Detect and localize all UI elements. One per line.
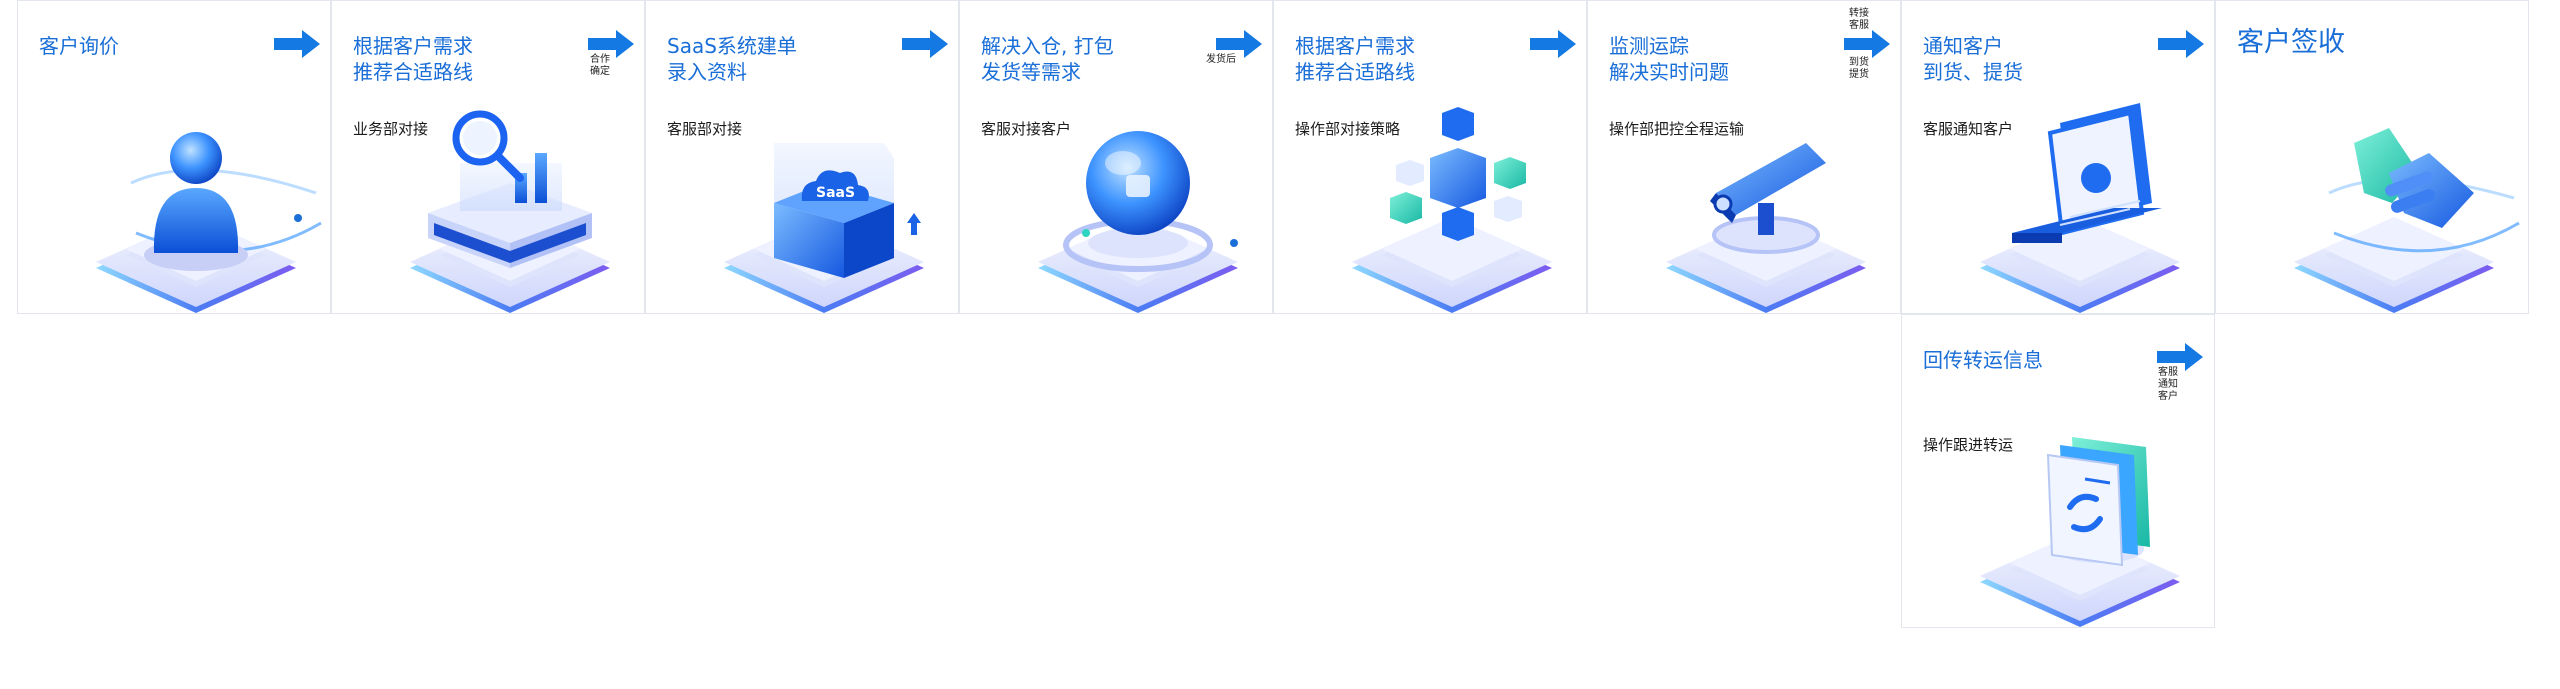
step-title: 客户询价 [39,34,119,58]
cubes-icon [1274,83,1586,313]
step-subtitle: 客服对接客户 [981,120,1072,138]
step-subtitle: 操作部对接策略 [1295,120,1401,138]
step-subtitle: 客服部对接 [667,120,743,138]
branch-title: 回传转运信息 [1923,348,2043,372]
step-card-6: 监测运踪 解决实时问题 操作部把控全程运输 [1587,0,1901,314]
step-card-5: 根据客户需求 推荐合适路线 操作部对接策略 [1273,0,1587,314]
arrow-right-icon [2156,29,2206,59]
branch-card: 回传转运信息 操作跟进转运 客服 通知 客户 [1901,314,2215,628]
step-title: 客户签收 [2237,27,2345,58]
arrow-right-icon [900,29,950,59]
arrow-right-icon [1842,29,1892,59]
step-title: 根据客户需求 推荐合适路线 [1295,34,1415,84]
step-title: 通知客户 到货、提货 [1923,34,2023,84]
step-card-1: 客户询价 [17,0,331,314]
saas-cloud-icon: SaaS [646,83,958,313]
step-card-4: 解决入仓, 打包 发货等需求 客服对接客户 [959,0,1273,314]
step-title: 解决入仓, 打包 发货等需求 [981,34,1114,84]
camera-icon [1588,83,1900,313]
arrow-right-icon [1528,29,1578,59]
step-title: 根据客户需求 推荐合适路线 [353,34,473,84]
arrow-right-icon [272,29,322,59]
step-subtitle: 业务部对接 [353,120,429,138]
search-chart-icon [332,83,644,313]
sphere-icon [960,83,1272,313]
step-card-2: 根据客户需求 推荐合适路线 业务部对接 [331,0,645,314]
step-subtitle: 客服通知客户 [1923,120,2014,138]
document-sync-icon [1902,397,2214,627]
step-title: SaaS系统建单 录入资料 [667,34,797,84]
arrow-note: 发货后 [1206,54,1236,65]
arrow-note-bottom: 到货 提货 [1849,57,1869,80]
arrow-note-top: 转接 客服 [1849,8,1869,31]
arrow-note: 客服 通知 客户 [2158,367,2178,402]
step-card-8: 客户签收 [2215,0,2529,314]
step-card-7: 通知客户 到货、提货 客服通知客户 [1901,0,2215,314]
saas-label: SaaS [816,185,855,201]
step-subtitle: 操作部把控全程运输 [1609,120,1745,138]
branch-subtitle: 操作跟进转运 [1923,436,2014,454]
arrow-note: 合作 确定 [590,54,610,77]
person-icon [18,83,330,313]
laptop-icon [1902,83,2214,313]
handshake-icon [2216,83,2528,313]
step-title: 监测运踪 解决实时问题 [1609,34,1729,84]
step-card-3: SaaS系统建单 录入资料 客服部对接 SaaS [645,0,959,314]
